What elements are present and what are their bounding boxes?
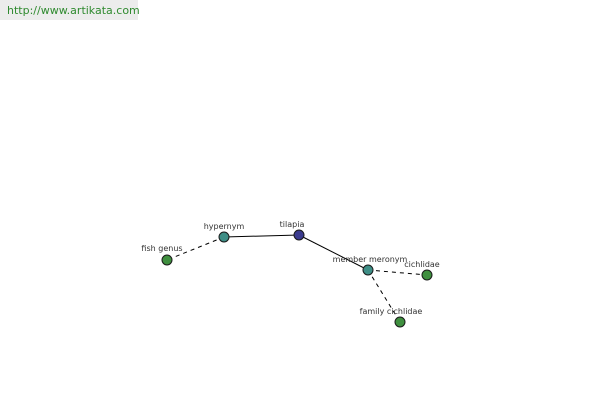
labels-layer: tilapia hypernym member meronym fish genus c… [141, 220, 439, 316]
edge-tilapia-member-meronym [298, 234, 369, 271]
node-tilapia[interactable] [293, 229, 305, 241]
node-label-cichlidae[interactable]: cichlidae [404, 260, 440, 269]
node-fish-genus[interactable] [161, 254, 173, 266]
node-label-fish-genus[interactable]: fish genus [141, 244, 182, 253]
nodes-layer [161, 229, 433, 328]
node-label-hypernym[interactable]: hypernym [204, 222, 245, 231]
source-url-bar[interactable]: http://www.artikata.com [0, 0, 140, 20]
node-hypernym[interactable] [218, 231, 230, 243]
node-label-tilapia[interactable]: tilapia [280, 220, 305, 229]
node-member-meronym[interactable] [362, 264, 374, 276]
node-label-member-meronym[interactable]: member meronym [333, 255, 408, 264]
node-label-family-cichlidae[interactable]: family cichlidae [360, 307, 423, 316]
edges-layer [166, 234, 428, 323]
source-url-text[interactable]: http://www.artikata.com [7, 4, 140, 17]
node-cichlidae[interactable] [421, 269, 433, 281]
node-family-cichlidae[interactable] [394, 316, 406, 328]
edge-member-meronym-family-cichlidae [367, 269, 401, 323]
edge-tilapia-hypernym [223, 234, 300, 238]
edge-member-meronym-cichlidae [367, 269, 428, 276]
edge-hypernym-fish-genus [166, 236, 225, 261]
